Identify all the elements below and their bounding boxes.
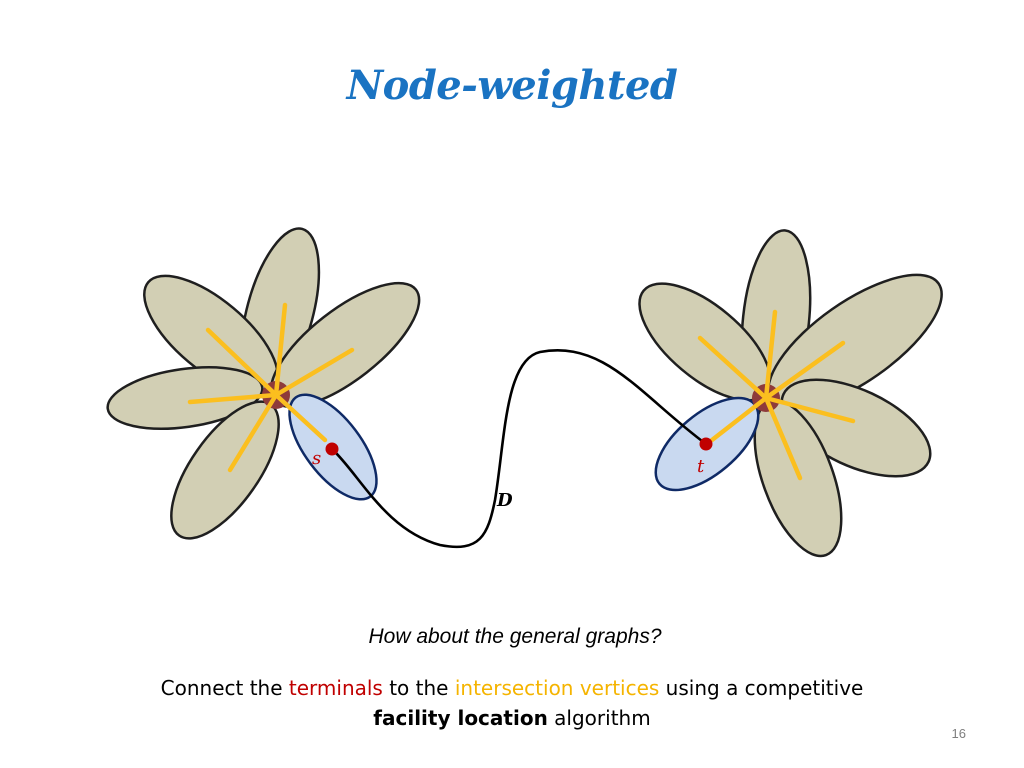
path-d-label: D (496, 490, 513, 511)
petal (106, 366, 264, 430)
body-text: Connect the terminals to the intersectio… (152, 673, 872, 733)
terminal-t-label: t (697, 456, 705, 477)
question-text: How about the general graphs? (368, 625, 662, 648)
spokes (187, 302, 355, 473)
page-number: 16 (951, 726, 966, 741)
path-d-curve (331, 349, 707, 549)
terminals-highlight: terminals (288, 676, 383, 700)
terminal-s-label: s (312, 448, 321, 469)
terminal-t (699, 437, 713, 451)
body-part-2: to the (382, 676, 455, 700)
right-flower (638, 229, 943, 558)
intersection-vertices-highlight: intersection vertices (454, 676, 660, 700)
spokes (697, 309, 856, 481)
body-part-1: Connect the (160, 676, 289, 700)
petal (780, 378, 932, 478)
body-part-3: using a competitive (659, 676, 864, 700)
facility-location-highlight: facility location (373, 706, 548, 730)
slide-title: Node-weighted (346, 62, 678, 109)
body-part-4: algorithm (547, 706, 651, 730)
left-flower (106, 227, 421, 540)
terminal-s (325, 442, 339, 456)
